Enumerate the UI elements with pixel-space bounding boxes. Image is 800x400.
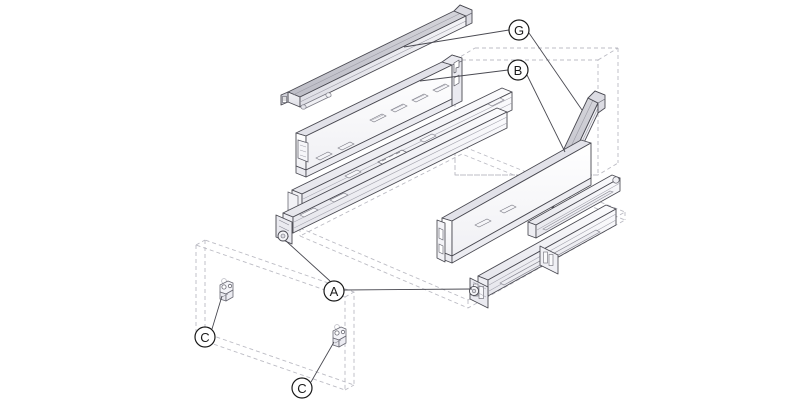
drawer-front-panel-outline (195, 239, 355, 391)
leader-c-upper (211, 295, 223, 330)
leader-lines (211, 29, 583, 383)
leader-a-left (285, 240, 331, 282)
leader-c-lower (310, 341, 335, 383)
callout-c-lower-label: C (297, 381, 306, 396)
callout-c-left-circle[interactable] (194, 326, 216, 348)
drawer-side-panel-left (295, 54, 463, 178)
drawer-side-panel-right (436, 139, 592, 264)
runner-slide-left (275, 107, 508, 245)
callout-g-circle[interactable] (508, 19, 530, 41)
leader-a-right (343, 288, 473, 291)
callout-c-lower-circle[interactable] (291, 377, 313, 399)
callout-g-label: G (514, 23, 524, 38)
callout-c-lower[interactable]: C (291, 377, 313, 399)
callout-b[interactable]: B (507, 59, 529, 81)
callout-g[interactable]: G (508, 19, 530, 41)
leader-g-right (528, 32, 583, 111)
callout-b-circle[interactable] (507, 59, 529, 81)
gallery-rail-left (280, 4, 473, 108)
callout-b-label: B (514, 63, 523, 78)
leader-b-right (526, 74, 566, 153)
runner-slide-right-rear (527, 174, 621, 239)
rail-pad-left (300, 92, 332, 110)
callout-a-label: A (330, 284, 339, 299)
front-fixing-bracket-upper (219, 280, 234, 302)
leader-g-left (403, 29, 510, 48)
leader-b-left (419, 69, 509, 82)
callout-c-left[interactable]: C (194, 326, 216, 348)
callout-a[interactable]: A (323, 280, 345, 302)
runner-slide-right-upper (468, 204, 617, 309)
front-fixing-bracket-lower (332, 326, 347, 348)
callout-a-circle[interactable] (323, 280, 345, 302)
callout-c-left-label: C (200, 330, 209, 345)
